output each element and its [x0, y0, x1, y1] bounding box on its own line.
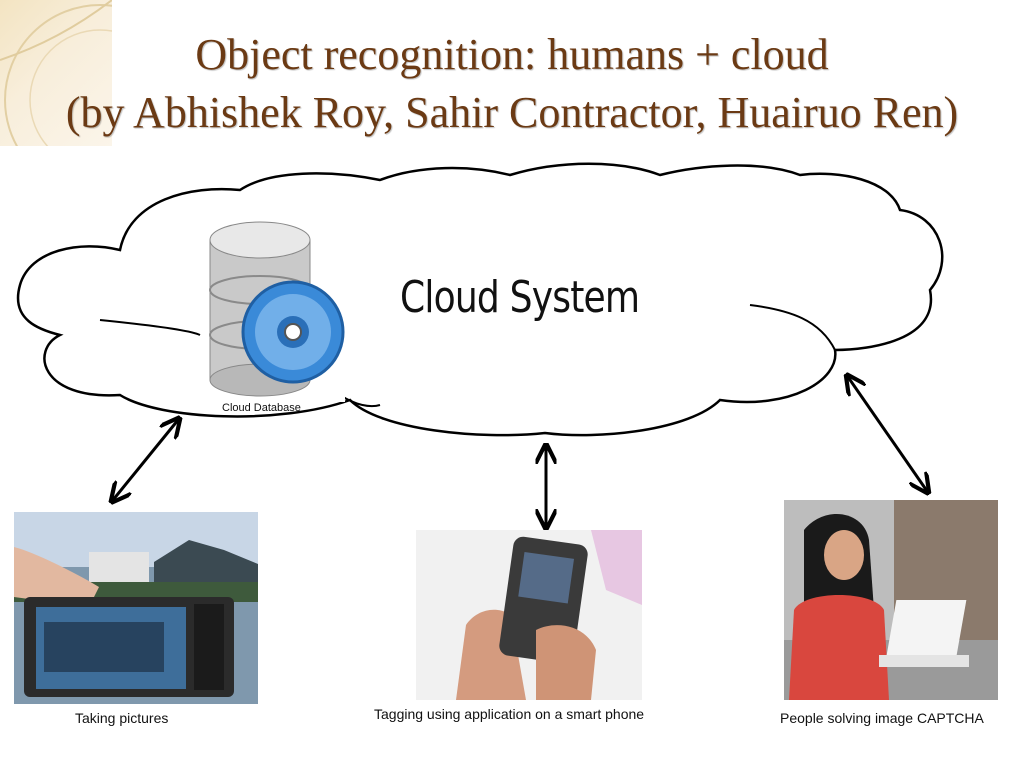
photo-captcha [784, 500, 998, 700]
photo-smartphone-tagging [416, 530, 642, 700]
arrow-left [113, 420, 178, 500]
caption-smartphone-tagging: Tagging using application on a smart pho… [374, 706, 645, 722]
slide-title-line1: Object recognition: humans + cloud [195, 30, 829, 79]
slide-title-line2: (by Abhishek Roy, Sahir Contractor, Huai… [65, 88, 959, 137]
cloud-database-label: Cloud Database [222, 402, 301, 414]
cloud-system-label: Cloud System [400, 272, 640, 323]
caption-taking-pictures: Taking pictures [75, 710, 169, 726]
corner-ornament [0, 0, 112, 146]
disc-icon [241, 280, 345, 384]
photo-taking-pictures [14, 512, 258, 704]
arrow-right [848, 377, 927, 491]
caption-captcha: People solving image CAPTCHA [780, 710, 984, 726]
